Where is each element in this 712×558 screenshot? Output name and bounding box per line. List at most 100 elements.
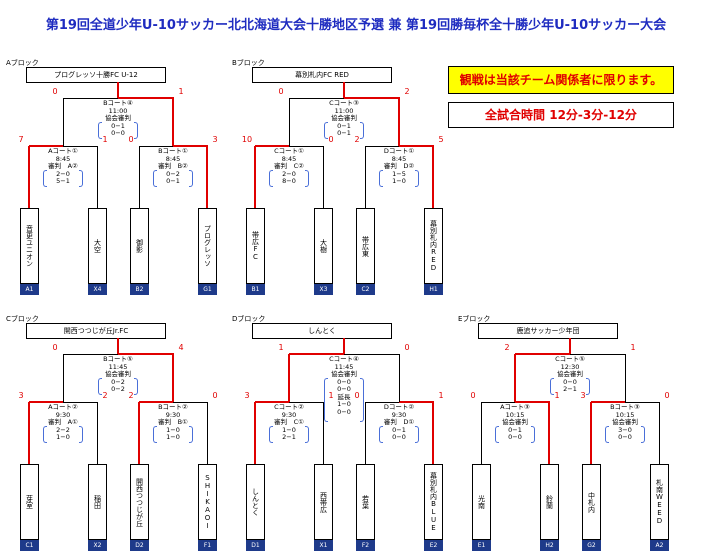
team-name: しんとく [246,464,265,540]
final-line [63,98,119,99]
block-winner: 鹿追サッカー少年団 [478,323,618,339]
semi-line [365,402,400,403]
team-name: 若葉 [356,464,375,540]
final-connector [514,354,516,402]
final-connector [289,98,290,146]
semi-line [515,401,550,403]
team-name: 幕別札内RED [424,208,443,284]
semi-score-right: 3 [212,135,218,144]
score-brace-right [415,170,419,187]
team-name: 大空 [88,208,107,284]
semi-score-right: 0 [664,391,670,400]
semi-line [139,401,174,403]
block-label: Bブロック [232,59,265,67]
semi-score-right: 1 [102,135,108,144]
final-match-info: Bコート⑤ 11:45 協会審判 0−2 0−2 [103,355,133,393]
final-line [515,353,571,355]
team-connector [206,146,208,208]
champion-line [569,338,571,354]
team-connector [28,146,30,208]
score-brace-left [43,426,47,443]
team-seed: X3 [314,284,333,295]
score-brace-left [153,170,157,187]
semi-score-left: 10 [241,135,253,144]
semi-match-info: Dコート② 9:30 審判 D① 0−1 0−0 [383,403,415,441]
semi-line [255,401,290,403]
final-connector [172,98,174,146]
score-brace-right [305,170,309,187]
score-brace-right [415,426,419,443]
semi-score-right: 5 [438,135,444,144]
team-name: プログレッソ [198,208,217,284]
team-seed: A1 [20,284,39,295]
score-brace-left [269,170,273,187]
semi-score-left: 3 [18,391,24,400]
semi-match-info: Aコート② 9:30 審判 A① 2−2 1−0 [48,403,78,441]
score-brace-right [134,122,138,139]
team-connector [659,402,660,464]
score-brace-right [360,122,364,139]
team-connector [548,402,550,464]
semi-match-info: Bコート③ 10:15 協会審判 3−0 0−0 [610,403,640,441]
champion-line [343,82,345,98]
semi-line [625,402,660,403]
team-name: 御影 [130,208,149,284]
team-name: 芽室 [20,464,39,540]
team-seed: D2 [130,540,149,551]
semi-match-info: Bコート② 9:30 審判 B① 1−0 1−0 [158,403,188,441]
team-name: 鈴蘭 [540,464,559,540]
spectator-notice: 観戦は当該チーム関係者に限ります。 [448,66,674,94]
final-line [118,353,174,355]
semi-match-info: Cコート① 8:45 審判 C② 2−0 8−0 [274,147,304,185]
semi-score-left: 2 [354,135,360,144]
semi-line [63,146,98,147]
score-brace-right [586,378,590,395]
score-brace-left [324,378,328,422]
champion-line [117,82,119,98]
semi-line [591,401,626,403]
semi-line [255,145,290,147]
semi-line [29,145,64,147]
final-connector [288,354,290,402]
block-label: Dブロック [232,315,266,323]
semi-score-left: 2 [128,391,134,400]
team-connector [365,146,366,208]
semi-line [289,402,324,403]
semi-line [365,146,400,147]
final-match-info: Cコート③ 11:00 協会審判 0−1 0−1 [329,99,359,137]
final-score-left: 1 [278,343,284,352]
final-connector [625,354,626,402]
final-score-right: 1 [630,343,636,352]
score-brace-left [550,378,554,395]
team-name: 大樹 [314,208,333,284]
final-match-info: Cコート⑤ 12:30 協会審判 0−0 2−1 [555,355,585,393]
team-connector [323,146,324,208]
score-brace-right [305,426,309,443]
champion-line [117,338,119,354]
semi-match-info: Aコート① 8:45 審判 A② 2−0 5−1 [48,147,78,185]
team-seed: F1 [198,540,217,551]
score-brace-left [324,122,328,139]
score-brace-left [605,426,609,443]
final-line [344,97,400,99]
score-brace-right [134,378,138,395]
team-seed: B1 [246,284,265,295]
score-brace-right [79,426,83,443]
final-line [118,97,174,99]
team-seed: H1 [424,284,443,295]
team-name: 西帯広 [314,464,333,540]
team-connector [97,146,98,208]
team-connector [365,402,366,464]
team-seed: G1 [198,284,217,295]
team-name: 稲田 [88,464,107,540]
semi-line [399,145,434,147]
semi-score-left: 3 [244,391,250,400]
final-score-right: 1 [178,87,184,96]
semi-match-info: Cコート② 9:30 審判 C① 1−0 2−1 [274,403,304,441]
semi-line [481,402,516,403]
team-connector [97,402,98,464]
semi-score-left: 3 [580,391,586,400]
